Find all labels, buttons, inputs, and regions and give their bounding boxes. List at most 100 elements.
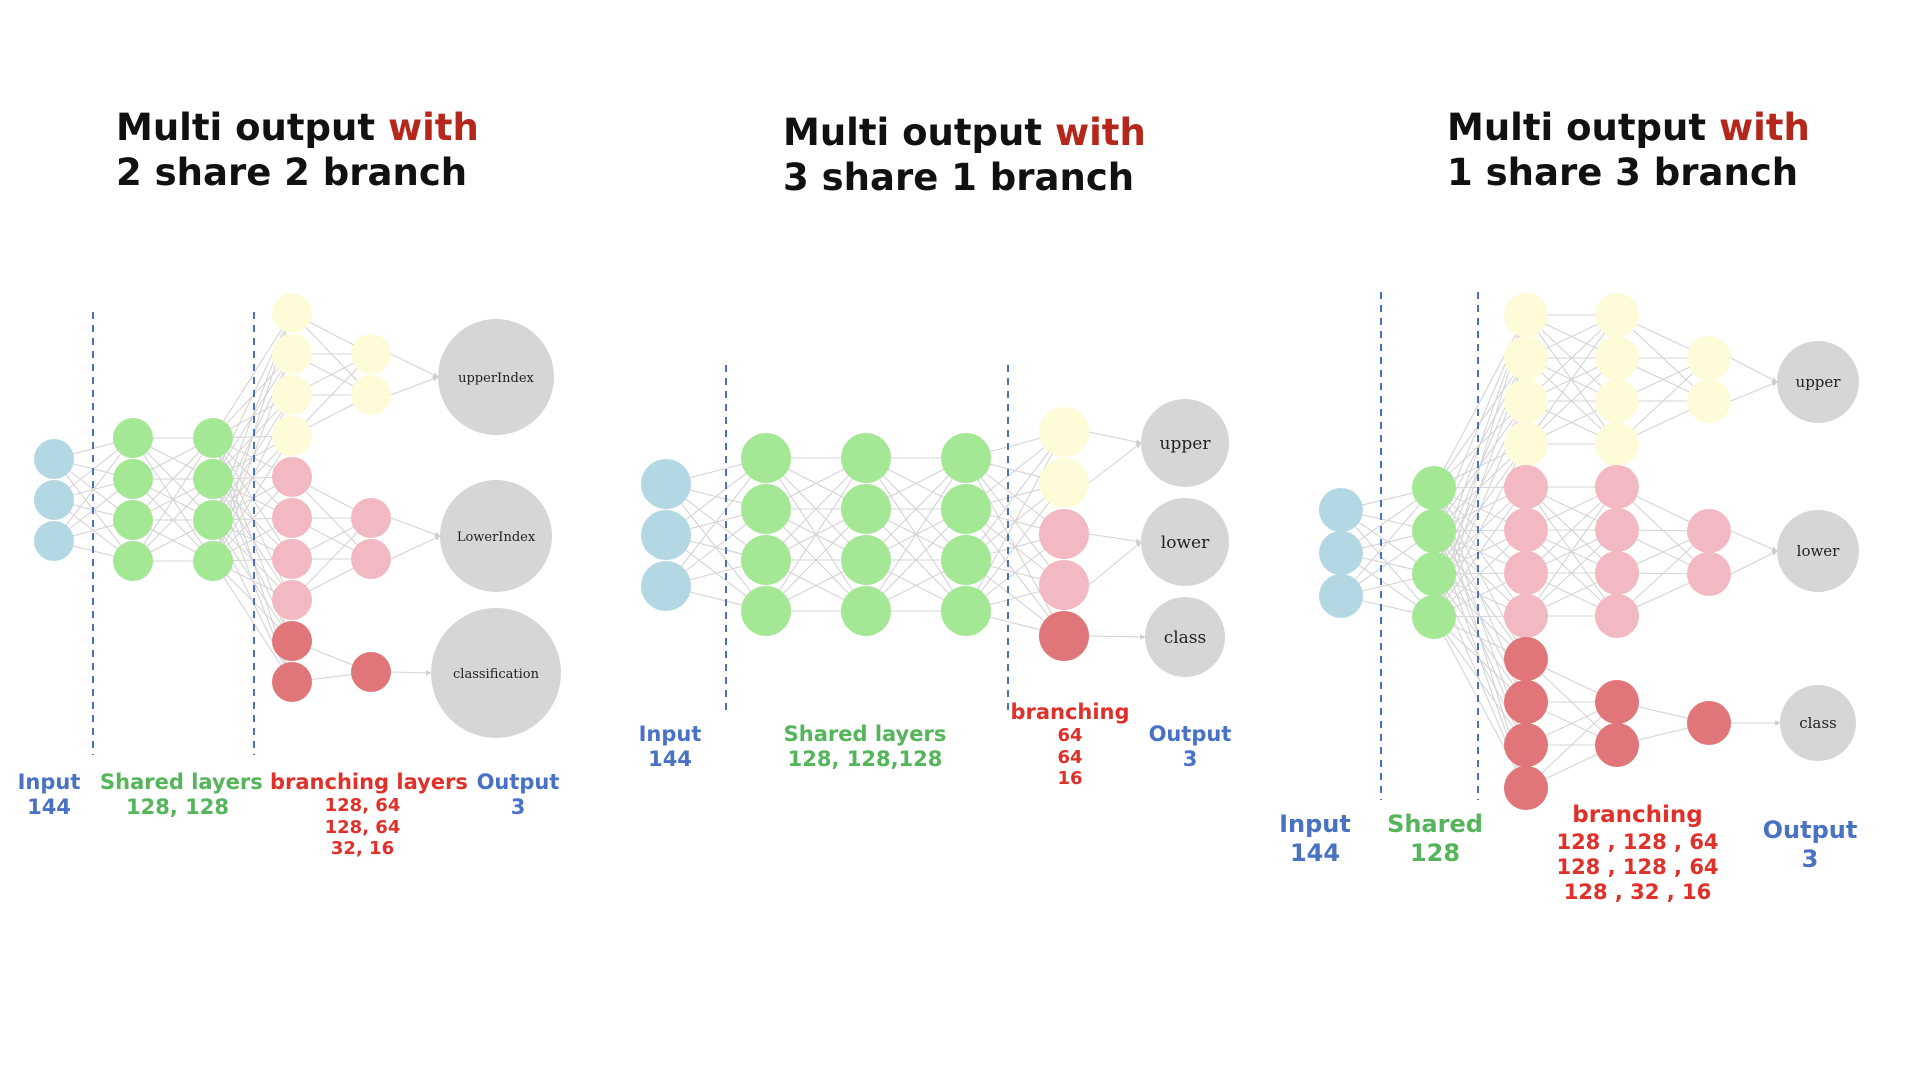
panel3-branching-name: branching [1572,802,1703,828]
panel2-branching-value-1: 64 [1057,725,1083,747]
p3-branch-class-node [1595,723,1639,767]
p3-edge [1340,487,1435,597]
panel3-input-name: Input [1279,810,1351,838]
p2-output-text: class [1164,628,1207,648]
panel1-input-value: 144 [27,795,71,820]
p3-branch-upper-node [1595,336,1639,380]
panel1-input-label: Input 144 [14,770,84,820]
p3-branch-lower-node [1595,508,1639,552]
p3-output-node [1777,510,1859,592]
p2-out-edge [1088,431,1142,445]
p2-shared-node [741,433,791,483]
p3-branch-upper-node [1687,379,1731,423]
p1-shared-node [193,418,233,458]
p1-out-edge [390,376,439,396]
p2-shared-node [941,535,991,585]
panel2-output-label: Output 3 [1140,722,1240,772]
p2-input-node [641,459,691,509]
p1-branch-lower-node [351,539,391,579]
p1-shared-node [193,500,233,540]
panel1-shared-name: Shared layers [100,770,263,794]
p1-input-node [34,480,74,520]
p3-branch-upper-node [1687,336,1731,380]
p2-input-node [641,561,691,611]
p2-output-text: upper [1160,434,1212,454]
p2-shared-node [941,586,991,636]
p1-branch-class-node [272,662,312,702]
panel2-title-prefix: Multi output [783,111,1055,154]
p3-output-node [1780,685,1856,761]
p2-shared-node [741,586,791,636]
p1-output-text: LowerIndex [457,530,536,545]
p2-output-node [1145,597,1225,677]
p2-branch-lower-node [1039,560,1089,610]
panel1-title: Multi output with 2 share 2 branch [116,105,479,195]
panel3-shared-label: Shared 128 [1380,810,1490,868]
panel2-output-name: Output [1148,722,1232,746]
panel1-branching-value-2: 128, 64 [324,816,401,838]
p1-shared-node [193,541,233,581]
p3-branch-upper-node [1504,293,1548,337]
p3-branch-upper-node [1595,422,1639,466]
panel2-branching-value-2: 64 [1057,746,1083,768]
p1-branch-upper-node [272,416,312,456]
p1-edge [212,435,293,562]
panel3-title: Multi output with 1 share 3 branch [1447,105,1810,195]
panel3-title-accent: with [1718,106,1810,149]
p3-branch-lower-node [1687,552,1731,596]
p1-edge [132,437,214,562]
panel3-title-line2: 1 share 3 branch [1447,151,1799,194]
panel2-input-value: 144 [648,747,692,772]
p3-out-edge [1730,550,1778,575]
panel3-output-name: Output [1762,816,1858,844]
p3-branch-class-node [1687,701,1731,745]
p1-out-edge [390,535,441,560]
panel3-shared-name: Shared [1387,810,1483,838]
p2-out-edge [1088,442,1142,484]
p1-input-node [34,521,74,561]
p3-out-edge [1730,530,1778,552]
p3-shared-node [1412,552,1456,596]
panel1-title-accent: with [387,106,479,149]
p2-shared-node [841,433,891,483]
p2-edge [965,431,1065,612]
p2-shared-node [841,484,891,534]
p1-out-edge [390,517,441,537]
p3-branch-lower-node [1595,465,1639,509]
p2-edge [665,457,767,587]
p1-branch-class-node [351,652,391,692]
p1-branch-lower-node [272,580,312,620]
p3-output-text: class [1799,714,1837,732]
p3-output-text: lower [1797,542,1841,560]
panel2-input-name: Input [638,722,702,746]
p3-branch-upper-node [1595,379,1639,423]
p1-out-edge [390,670,432,676]
panel1-title-line2: 2 share 2 branch [116,151,468,194]
p3-edge [1525,314,1618,445]
p3-edge [1433,486,1527,618]
panel3-branching-value-3: 128 , 32 , 16 [1563,879,1712,904]
p3-shared-node [1412,509,1456,553]
p1-shared-node [113,418,153,458]
panel3-input-value: 144 [1289,838,1341,867]
p2-output-node [1141,498,1229,586]
panel2-output-value: 3 [1182,747,1198,772]
p1-shared-node [113,500,153,540]
panel1-input-name: Input [17,770,81,794]
p1-branch-class-node [272,621,312,661]
p2-shared-node [941,433,991,483]
p3-branch-upper-node [1504,379,1548,423]
panel1-branching-value-3: 32, 16 [330,838,395,860]
panel1-branching-value-1: 128, 64 [324,795,401,817]
p3-edge [1525,486,1618,617]
panel2-branching-value-3: 16 [1057,768,1083,790]
panel1-shared-label: Shared layers 128, 128 [100,770,263,820]
p3-branch-class-node [1504,723,1548,767]
p2-edge [865,457,967,612]
p3-branch-lower-node [1504,594,1548,638]
p1-branch-lower-node [272,539,312,579]
p2-shared-node [841,586,891,636]
p3-branch-lower-node [1595,594,1639,638]
p2-branch-lower-node [1039,509,1089,559]
p1-output-text: upperIndex [458,371,534,386]
